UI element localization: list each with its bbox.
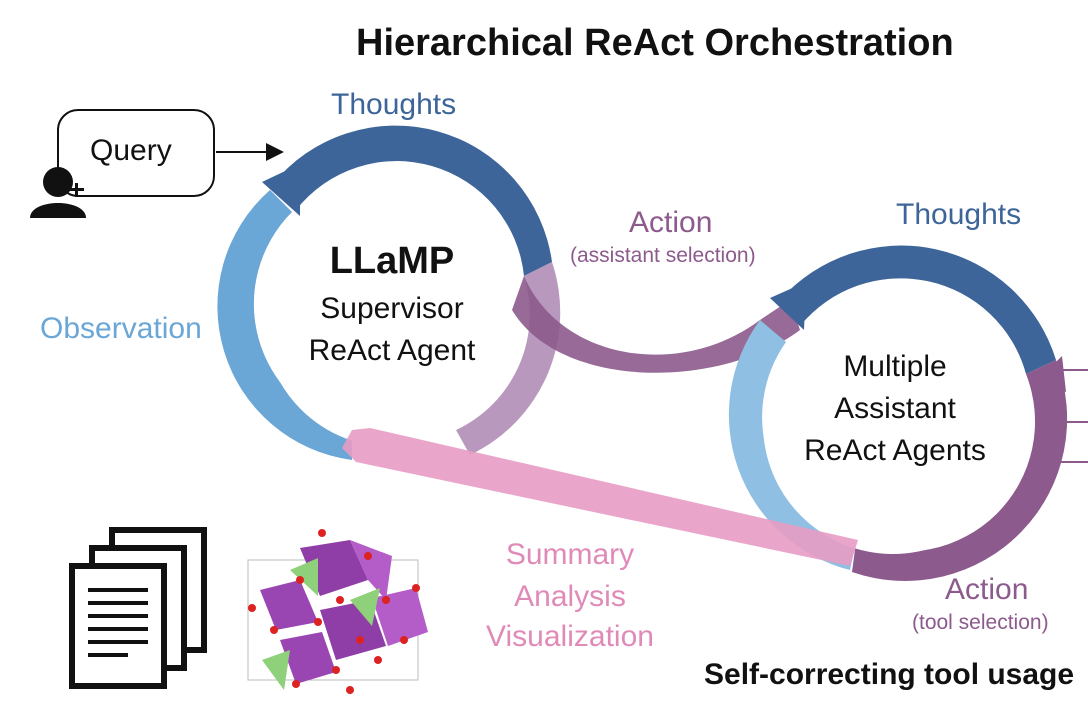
- assistants-loop: [728, 245, 1088, 581]
- assistants-line3: ReAct Agents: [804, 434, 986, 467]
- summary-band: [342, 428, 858, 566]
- supervisor-line1: Supervisor: [320, 292, 464, 325]
- documents-icon: [69, 527, 207, 689]
- assistant-action-arrowhead: [1036, 356, 1066, 392]
- outputs-line2: Analysis: [514, 580, 626, 613]
- assistant-action-sub-label: (tool selection): [912, 611, 1049, 634]
- assistants-circle: [763, 294, 1023, 554]
- observation-arc: [217, 190, 352, 460]
- query-label: Query: [90, 134, 172, 167]
- assistant-thoughts-label: Thoughts: [896, 198, 1022, 231]
- assistant-action-label: Action: [945, 573, 1029, 606]
- supervisor-thoughts-label: Thoughts: [331, 88, 457, 121]
- crystal-structure-icon: [247, 529, 428, 694]
- supervisor-line2: ReAct Agent: [308, 334, 476, 367]
- assistants-line1: Multiple: [843, 350, 947, 383]
- thoughts-arrowhead: [262, 164, 300, 216]
- assistant-selection-band: [512, 276, 800, 373]
- assistant-thoughts-arc: [780, 245, 1056, 374]
- supervisor-action-label: Action: [629, 206, 713, 239]
- assistant-thoughts-arrowhead: [770, 282, 806, 330]
- bottom-caption: Self-correcting tool usage: [704, 658, 1075, 691]
- assistant-action-arc: [852, 360, 1068, 581]
- diagram-title: Hierarchical ReAct Orchestration: [356, 22, 954, 64]
- query-arrowhead: [266, 143, 284, 161]
- thoughts-arc: [272, 125, 552, 276]
- assistant-observation-arc: [728, 320, 856, 570]
- outputs-line1: Summary: [505, 538, 635, 571]
- assistants-line2: Assistant: [834, 392, 956, 425]
- outputs-line3: Visualization: [486, 620, 654, 653]
- user-add-icon: [30, 167, 86, 218]
- query-box: [57, 109, 215, 197]
- supervisor-observation-label: Observation: [40, 312, 202, 345]
- supervisor-name: LLaMP: [329, 240, 455, 282]
- supervisor-action-sub-label: (assistant selection): [570, 244, 756, 267]
